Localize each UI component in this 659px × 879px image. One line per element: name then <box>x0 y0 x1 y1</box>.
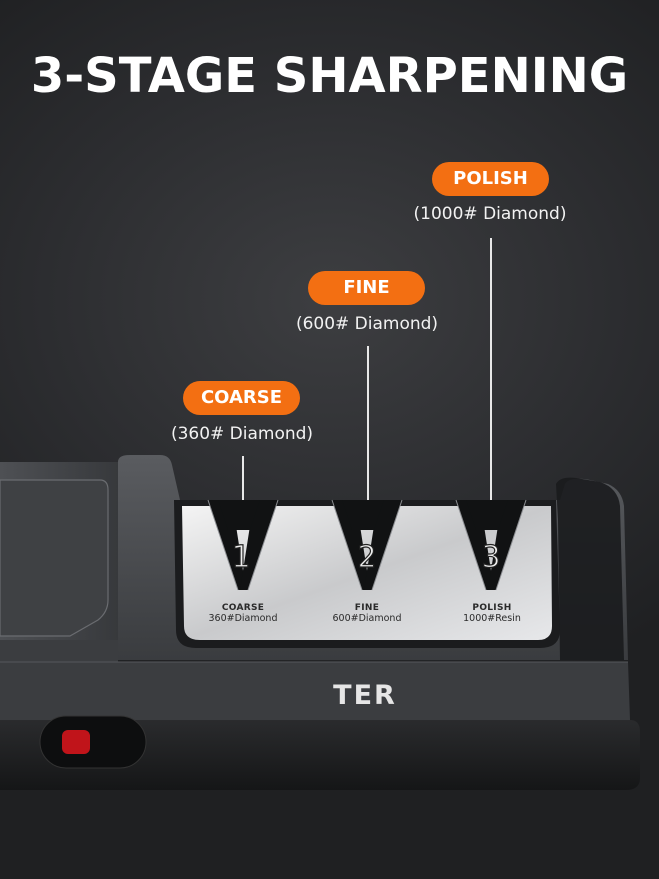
leader-line-fine <box>367 346 369 518</box>
stage-pill-fine: FINE <box>308 271 425 305</box>
power-switch <box>62 730 90 754</box>
leader-line-coarse <box>242 456 244 518</box>
plate-label-fine: FINE 600#Diamond <box>317 603 417 624</box>
plate-stage-fine: FINE <box>354 603 380 613</box>
brand-logo: TER <box>333 680 397 711</box>
power-switch-housing <box>39 715 147 769</box>
slot-number-2: 2 <box>357 539 377 575</box>
plate-label-coarse: COARSE 360#Diamond <box>193 603 293 624</box>
leader-line-polish <box>490 238 492 518</box>
plate-spec-fine: 600#Diamond <box>332 613 402 624</box>
slot-number-3: 3 <box>481 539 501 575</box>
grit-label-fine: (600# Diamond) <box>295 314 439 334</box>
plate-spec-polish: 1000#Resin <box>463 613 521 624</box>
slot-number-1: 1 <box>231 539 251 575</box>
grit-label-coarse: (360# Diamond) <box>170 424 314 444</box>
plate-stage-polish: POLISH <box>472 603 512 613</box>
stage-pill-coarse: COARSE <box>183 381 300 415</box>
grit-label-polish: (1000# Diamond) <box>413 204 567 224</box>
plate-label-polish: POLISH 1000#Resin <box>442 603 542 624</box>
plate-spec-coarse: 360#Diamond <box>208 613 278 624</box>
stage-pill-polish: POLISH <box>432 162 549 196</box>
plate-stage-coarse: COARSE <box>221 603 265 613</box>
headline: 3-STAGE SHARPENING <box>30 48 629 104</box>
